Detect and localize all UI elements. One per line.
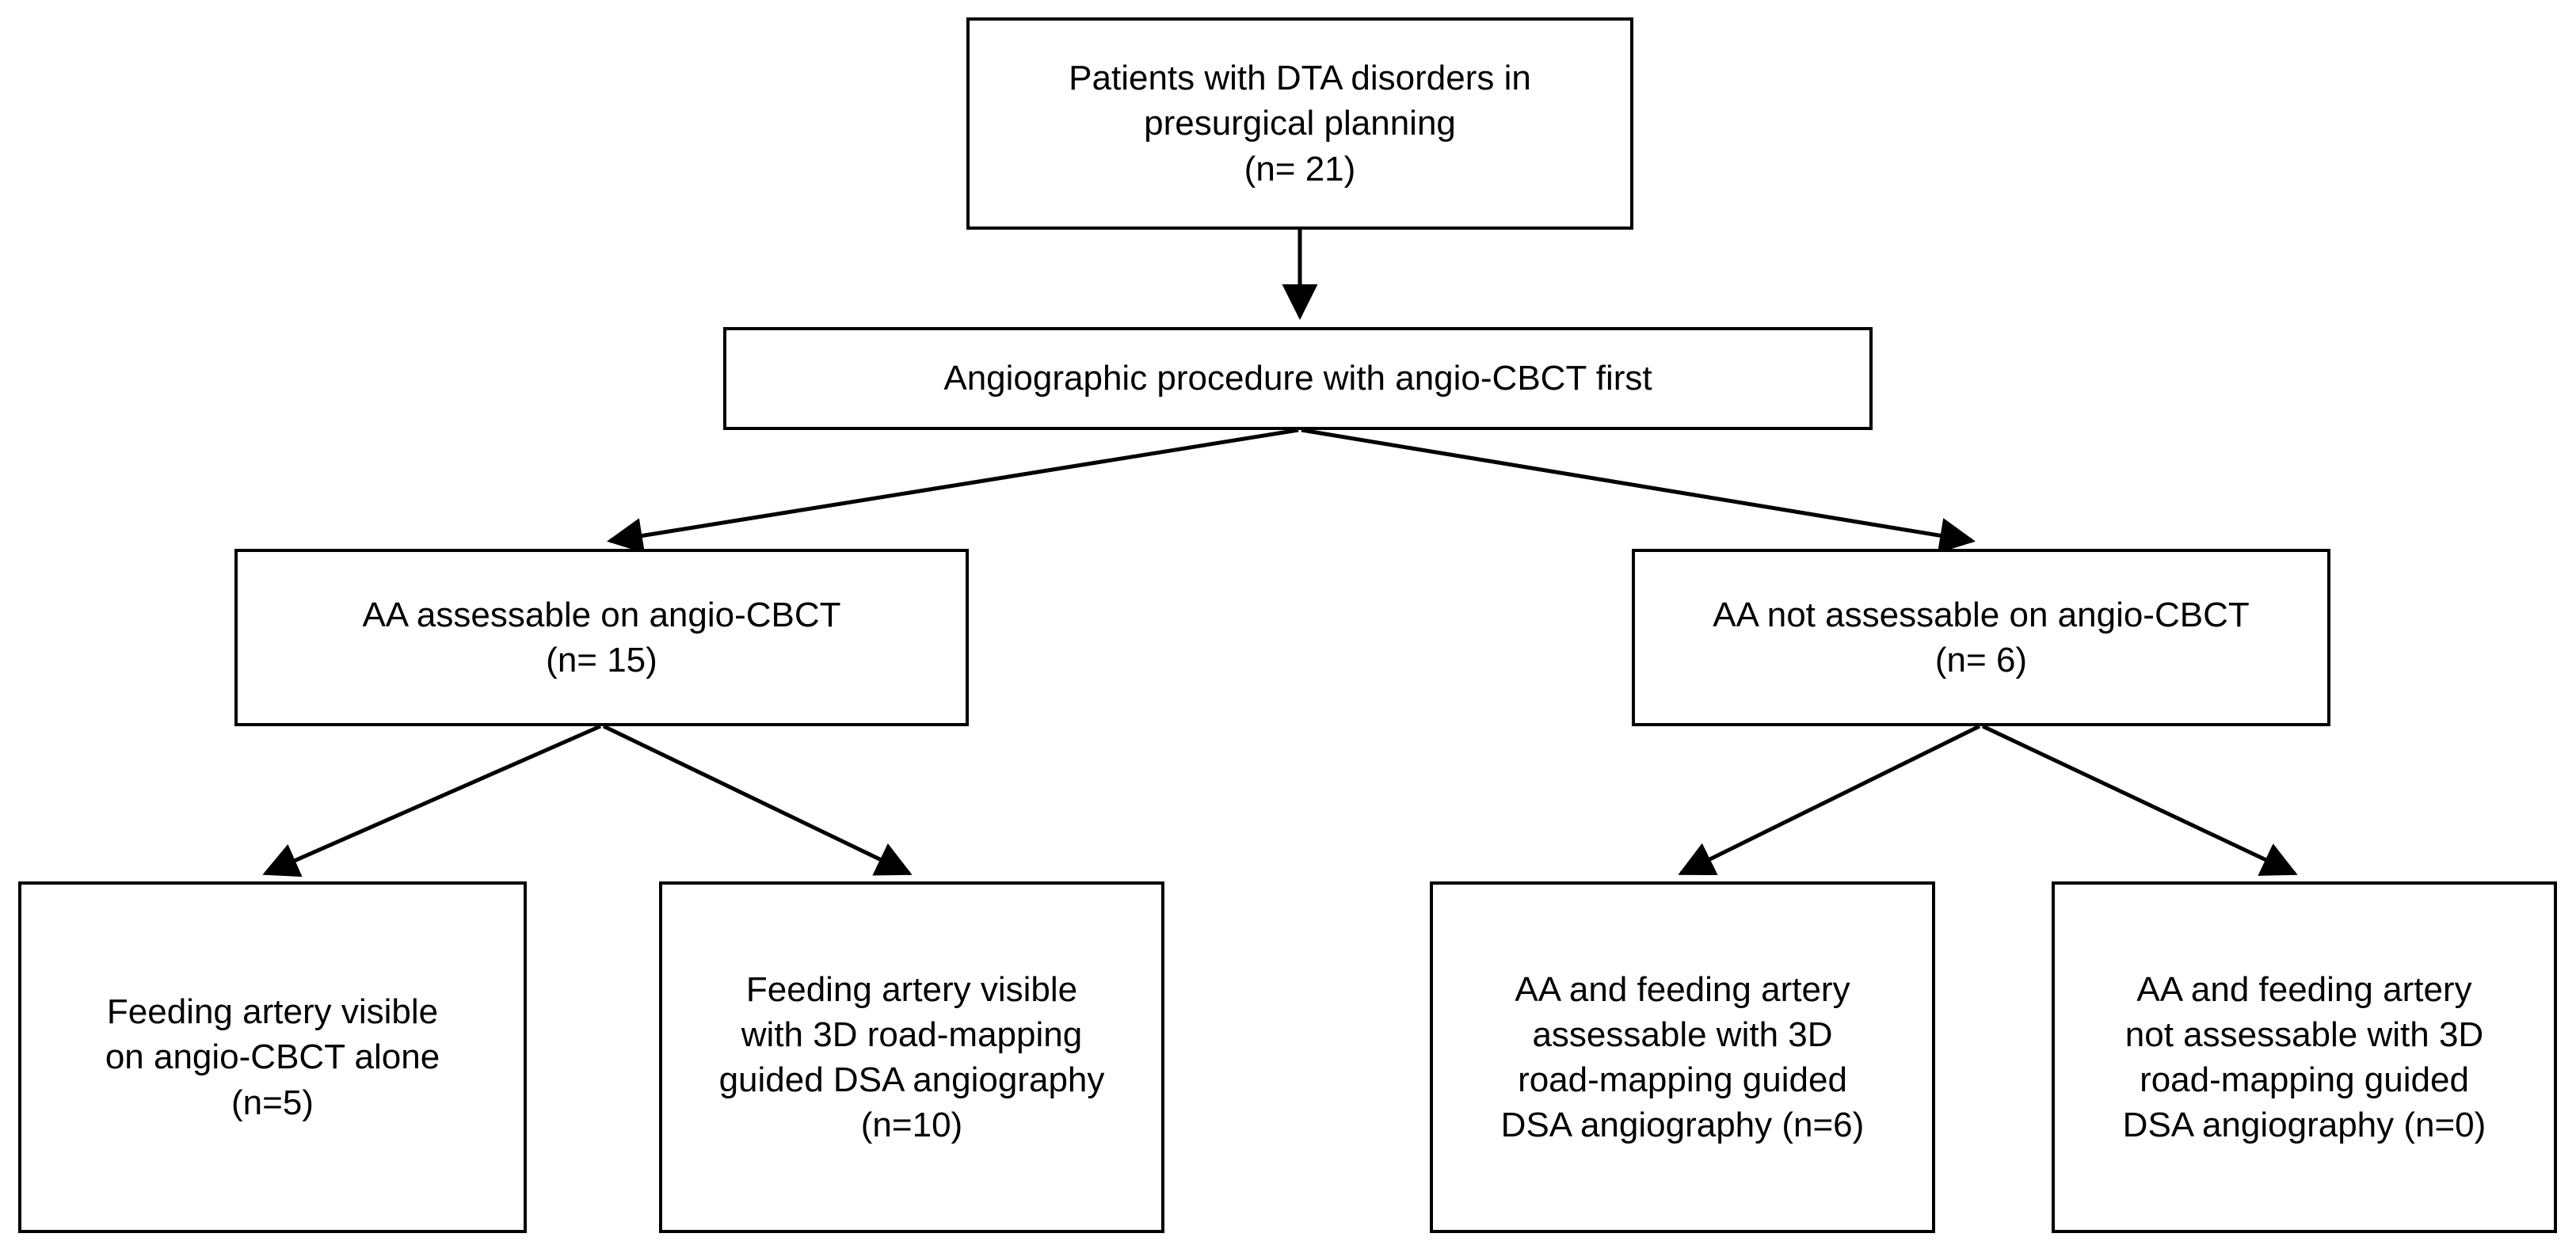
edge-aa-assessable-to-leaf-1 [262, 724, 602, 877]
node-feeding-artery-visible-with-3d-road-mapping: Feeding artery visible with 3D road-mapp… [659, 881, 1164, 1233]
edge-procedure-to-aa-assessable [607, 428, 1299, 554]
edge-procedure-to-aa-not-assessable [1301, 428, 1976, 554]
edge-aa-assessable-to-leaf-2 [602, 724, 913, 876]
node-angiographic-procedure: Angiographic procedure with angio-CBCT f… [723, 327, 1873, 430]
node-aa-assessable-on-angio-cbct: AA assessable on angio-CBCT (n= 15) [234, 549, 969, 726]
node-feeding-artery-visible-on-angio-cbct-alone: Feeding artery visible on angio-CBCT alo… [18, 881, 527, 1233]
node-patients-with-dta-disorders: Patients with DTA disorders in presurgic… [966, 17, 1633, 230]
edge-aa-not-assessable-to-leaf-3 [1678, 724, 1981, 876]
node-aa-and-feeding-artery-not-assessable-with-3d-road-mapping: AA and feeding artery not assessable wit… [2052, 881, 2557, 1233]
node-aa-not-assessable-on-angio-cbct: AA not assessable on angio-CBCT (n= 6) [1632, 549, 2330, 726]
node-aa-and-feeding-artery-assessable-with-3d-road-mapping: AA and feeding artery assessable with 3D… [1430, 881, 1935, 1233]
edge-aa-not-assessable-to-leaf-4 [1981, 724, 2298, 876]
